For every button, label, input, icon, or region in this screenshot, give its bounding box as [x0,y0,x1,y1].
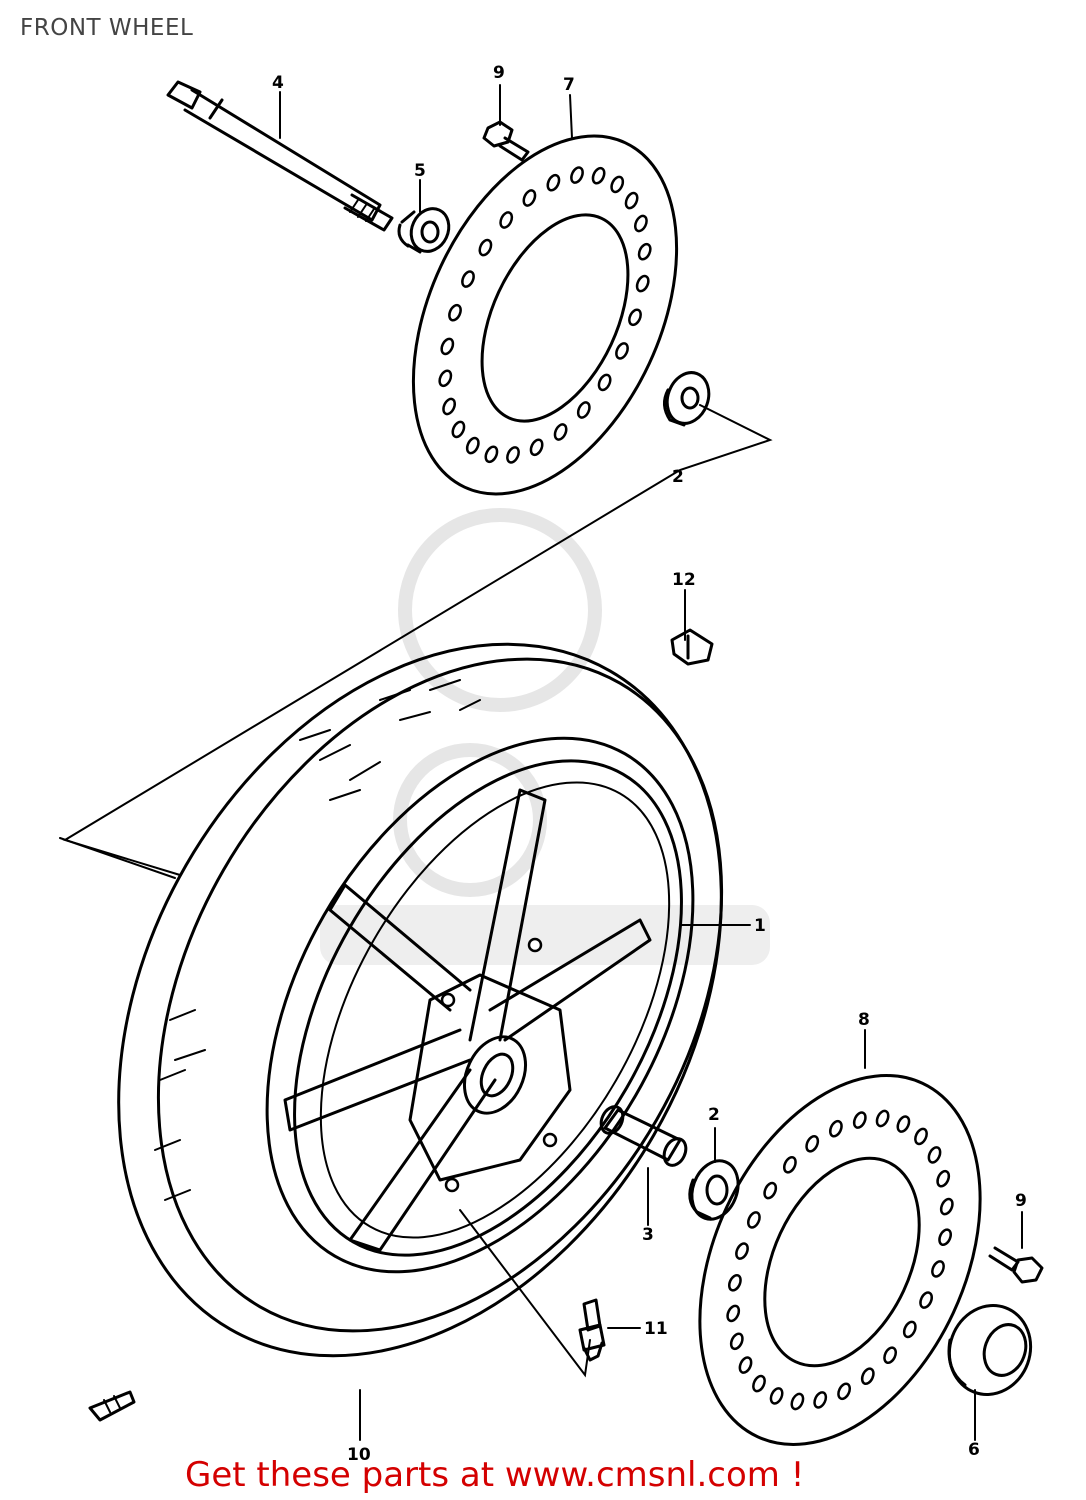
callout-3: 3 [642,1225,654,1245]
disc-hole [735,1242,749,1260]
part-axle [166,80,394,232]
disc-hole [938,1228,953,1247]
disc-hole [883,1346,898,1365]
leader-lines [59,84,1023,1441]
part-collar-5 [397,207,451,254]
callout-12: 12 [672,570,696,590]
disc-hole [746,1211,761,1229]
direction-arrow-icon [88,1390,136,1422]
callout-2-bottom: 2 [708,1105,720,1125]
disc-hole [570,166,584,184]
disc-hole [522,189,537,207]
disc-hole [805,1134,820,1153]
disc-hole [813,1391,828,1409]
part-bearing-2-top [663,371,711,427]
disc-hole [919,1291,934,1309]
disc-hole [484,445,499,464]
disc-hole [576,401,591,419]
disc-hole [828,1119,843,1138]
callout-5: 5 [414,161,426,181]
disc-hole [875,1109,890,1128]
disc-hole [451,420,466,439]
disc-hole [927,1146,942,1164]
disc-hole [637,242,652,261]
disc-hole [763,1181,778,1200]
callout-10: 10 [347,1445,371,1465]
callout-4: 4 [272,73,284,93]
disc-hole [597,373,612,392]
part-spacer-3 [599,1105,688,1167]
part-bearing-2-bottom [688,1159,740,1221]
disc-hole [752,1374,766,1393]
part-wheel-1 [117,642,724,1358]
disc-hole [936,1169,951,1188]
disc-hole [837,1382,852,1401]
disc-hole [852,1111,867,1129]
disc-hole [448,303,462,322]
callout-8: 8 [858,1010,870,1030]
callout-1: 1 [754,916,766,936]
disc-hole [615,342,629,360]
disc-hole [914,1127,928,1146]
disc-hole [902,1320,917,1339]
callout-9-top: 9 [493,63,505,83]
diagram-title: FRONT WHEEL [20,15,194,41]
disc-hole [529,438,544,457]
disc-hole [610,175,625,194]
part-bolt-9-bottom [988,1246,1044,1284]
disc-hole [591,166,606,185]
disc-hole [478,238,493,257]
part-brake-disc-top [411,134,679,496]
disc-hole [499,211,514,229]
part-valve-11 [578,1298,606,1362]
callout-7: 7 [563,75,575,95]
disc-hole [790,1392,805,1411]
callout-11: 11 [644,1319,668,1339]
disc-hole [633,214,648,233]
disc-hole [769,1387,784,1405]
callout-labels: 4 5 9 7 2 12 1 3 2 8 9 6 11 10 [272,63,1027,1465]
disc-hole [465,436,480,455]
callout-2-top: 2 [672,467,684,487]
disc-hole [782,1155,797,1174]
disc-hole [624,191,639,210]
disc-hole [738,1356,753,1374]
disc-hole [726,1304,741,1323]
disc-hole [635,274,650,293]
disc-hole [553,423,568,441]
part-brake-disc-bottom [698,1074,982,1446]
disc-hole [506,446,520,464]
disc-hole [931,1260,945,1278]
callout-6: 6 [968,1440,980,1460]
disc-hole [727,1273,742,1292]
disc-hole [860,1367,875,1386]
parts-shop-link[interactable]: Get these parts at www.cmsnl.com ! [185,1455,805,1495]
disc-hole [546,173,561,192]
part-bolt-9-top [482,120,530,162]
disc-hole [939,1197,954,1216]
disc-hole [438,369,453,388]
disc-hole [440,337,455,356]
disc-hole [729,1332,744,1351]
disc-hole [628,308,642,327]
part-clip-12 [670,628,714,666]
watermark-logo [320,508,770,965]
disc-hole [461,270,475,288]
disc-hole [896,1115,911,1133]
callout-9-bottom: 9 [1015,1191,1027,1211]
disc-hole [442,397,457,416]
